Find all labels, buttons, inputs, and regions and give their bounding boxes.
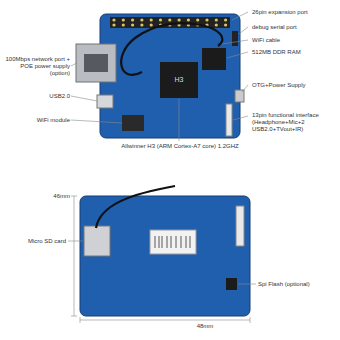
header-pin: [224, 18, 227, 21]
callout-label: 100Mbps network port + POE power supply …: [3, 56, 70, 78]
leader-line: [239, 27, 248, 34]
dimension-line: [80, 320, 250, 321]
ethernet-jack: [76, 44, 116, 82]
antenna: [96, 186, 175, 228]
bar: [162, 236, 163, 248]
bar: [186, 236, 187, 248]
leader-line: [179, 99, 180, 141]
board-bottom: [80, 196, 250, 316]
leader-line: [227, 52, 248, 58]
board-top: [100, 14, 240, 138]
leader-line: [222, 40, 248, 44]
usb-port: [97, 95, 113, 108]
wifi-module: [122, 115, 144, 131]
bar: [159, 236, 160, 248]
wifi-cable: [121, 23, 222, 75]
callout-label: WiFi module: [3, 117, 70, 124]
dimension-lines: [68, 196, 256, 323]
header-pins: [112, 18, 227, 26]
header-pin: [140, 18, 143, 21]
bar: [167, 236, 168, 248]
header-pin: [215, 18, 218, 21]
leader-line: [233, 116, 248, 120]
soc-chip: [160, 62, 198, 98]
bar: [171, 236, 172, 248]
bar: [155, 236, 156, 248]
leader-line: [232, 12, 248, 20]
header-pin: [205, 18, 208, 21]
header-pin: [112, 23, 115, 26]
header-pin: [168, 18, 171, 21]
leader-lines: [71, 12, 248, 141]
callout-label: USB2.0: [3, 93, 70, 100]
sticker: [150, 230, 196, 254]
debug-pins: [232, 31, 238, 46]
leader-line: [71, 120, 122, 123]
callout-label: Allwinner H3 (ARM Cortex-A7 core) 1.2GHZ: [95, 143, 265, 150]
header-body: [110, 17, 230, 28]
pin-row-13: [226, 104, 232, 136]
dimension-tick: [71, 316, 77, 317]
bar: [176, 236, 177, 248]
header-pin: [150, 18, 153, 21]
header-pin: [112, 18, 115, 21]
jack-opening: [84, 54, 108, 72]
header-pin: [122, 18, 125, 21]
callout-label: debug serial port: [252, 24, 338, 31]
header-pin: [122, 23, 125, 26]
dimension-tick: [250, 317, 251, 323]
bar: [190, 236, 191, 248]
callout-label: 13pin functional interface (Headphone+Mi…: [252, 112, 336, 134]
leader-line: [68, 241, 83, 242]
pin-header: [110, 17, 230, 28]
header-pin: [178, 18, 181, 21]
dimension-label: 46mm: [38, 193, 70, 200]
chip-marking: H3: [160, 76, 198, 84]
callout-label: WiFi cable: [252, 37, 338, 44]
callout-label: Spi Flash (optional): [258, 281, 336, 288]
barcode: [155, 236, 190, 248]
header-pin: [131, 23, 134, 26]
dimension-line: [74, 196, 75, 316]
header-pin: [224, 23, 227, 26]
connector: [236, 206, 244, 246]
spi-flash: [226, 278, 237, 290]
dimension-label: 48mm: [185, 323, 225, 330]
header-pin: [196, 18, 199, 21]
header-pin: [150, 23, 153, 26]
leader-line: [242, 85, 248, 92]
callout-label: 26pin expansion port: [252, 9, 338, 16]
header-pin: [187, 18, 190, 21]
leader-line: [71, 96, 97, 101]
micro-usb: [235, 90, 244, 102]
header-pin: [131, 18, 134, 21]
leader-line: [71, 63, 77, 66]
header-pin: [140, 23, 143, 26]
header-pin: [159, 18, 162, 21]
dimension-tick: [71, 196, 77, 197]
dimension-tick: [80, 317, 81, 323]
callout-label: 512MB DDR RAM: [252, 49, 338, 56]
callout-label: Micro SD card: [3, 238, 66, 245]
bar: [181, 236, 182, 248]
ram-chip: [202, 48, 226, 70]
callout-label: OTG+Power Supply: [252, 82, 338, 89]
leader-line: [238, 284, 256, 285]
sd-slot: [84, 226, 110, 256]
header-pin: [215, 23, 218, 26]
